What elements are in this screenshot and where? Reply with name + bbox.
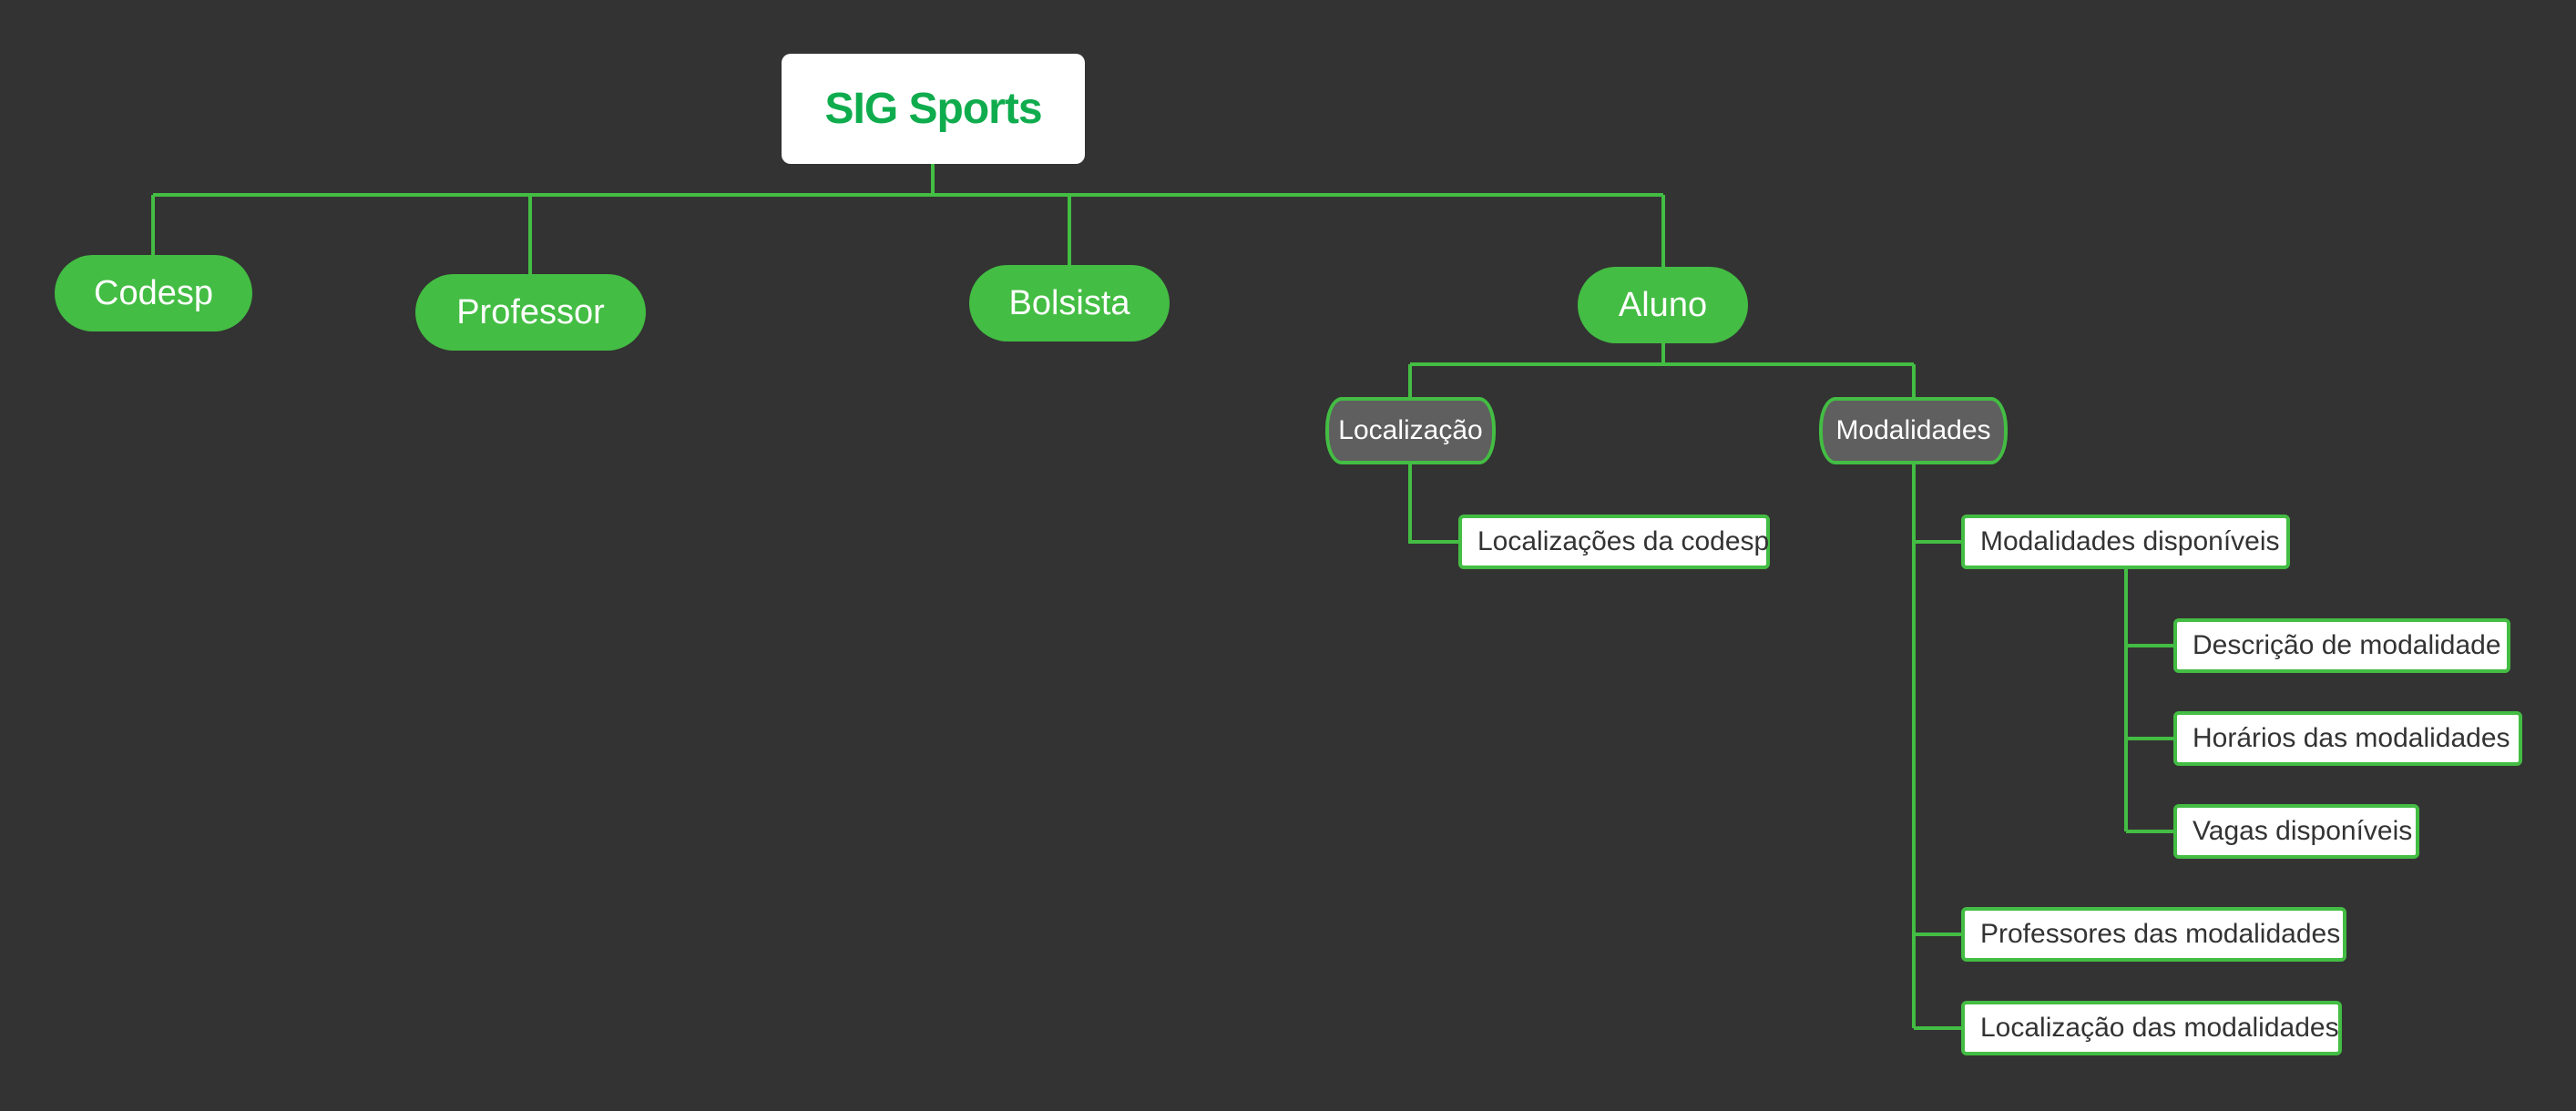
leaf-label: Horários das modalidades: [2193, 723, 2510, 753]
leaf-label: Vagas disponíveis: [2193, 816, 2413, 846]
connector-localizacao-children: [1408, 464, 1460, 544]
leaf-vagas-disponiveis[interactable]: Vagas disponíveis: [2173, 804, 2419, 859]
leaf-label: Localização das modalidades: [1980, 1013, 2339, 1043]
leaf-horarios-das-modalidades[interactable]: Horários das modalidades: [2173, 711, 2522, 766]
root-node[interactable]: SIG Sports: [782, 54, 1085, 164]
topic-label: Bolsista: [1008, 283, 1130, 322]
leaf-label: Professores das modalidades: [1980, 919, 2341, 949]
subtopic-label: Modalidades: [1835, 415, 1991, 445]
subtopic-localizacao[interactable]: Localização: [1325, 397, 1496, 464]
leaf-descricao-de-modalidade[interactable]: Descrição de modalidade: [2173, 618, 2510, 673]
topic-professor[interactable]: Professor: [415, 274, 646, 351]
leaf-modalidades-disponiveis[interactable]: Modalidades disponíveis: [1961, 515, 2290, 569]
topic-bolsista[interactable]: Bolsista: [969, 265, 1170, 341]
root-label: SIG Sports: [824, 85, 1042, 133]
topic-aluno[interactable]: Aluno: [1578, 267, 1748, 343]
subtopic-label: Localização: [1338, 415, 1483, 445]
topic-label: Codesp: [94, 273, 213, 312]
topic-codesp[interactable]: Codesp: [55, 255, 252, 331]
leaf-label: Descrição de modalidade: [2193, 630, 2501, 660]
leaf-professores-das-modalidades[interactable]: Professores das modalidades: [1961, 907, 2346, 962]
leaf-localizacoes-da-codesp[interactable]: Localizações da codesp: [1458, 515, 1770, 569]
subtopic-modalidades[interactable]: Modalidades: [1819, 397, 2008, 464]
leaf-localizacao-das-modalidades[interactable]: Localização das modalidades: [1961, 1001, 2342, 1055]
topic-label: Aluno: [1618, 285, 1708, 324]
topic-label: Professor: [456, 292, 605, 331]
leaf-label: Modalidades disponíveis: [1980, 526, 2280, 556]
leaf-label: Localizações da codesp: [1477, 526, 1770, 556]
